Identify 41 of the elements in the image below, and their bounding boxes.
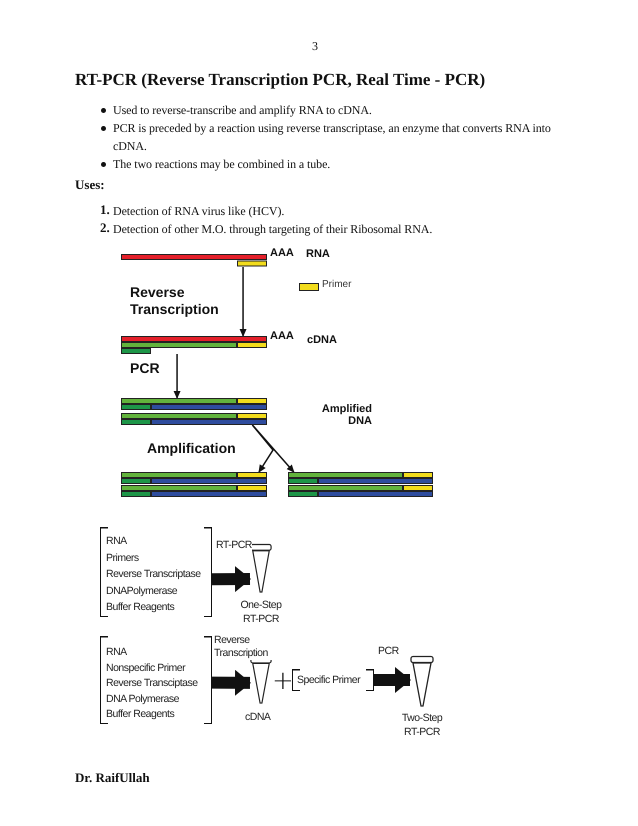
edge-label: Amplification xyxy=(147,440,236,457)
bullet-text: The two reactions may be combined in a tube. xyxy=(113,156,332,173)
list-number: 1. xyxy=(100,202,110,218)
reagent-text: Buffer Reagents xyxy=(106,708,176,720)
reagent-text: DNAPolymerase xyxy=(106,584,178,596)
plus-sign: + xyxy=(272,668,294,694)
list-text: Detection of RNA virus like (HCV). xyxy=(113,203,286,220)
edge-label: RT-PCR xyxy=(216,539,252,552)
reagent-text: Primers xyxy=(106,552,140,564)
dna-strand-drawing xyxy=(288,472,433,497)
strand-label: AAA xyxy=(270,330,294,342)
reagent-text: Buffer Reagents xyxy=(106,601,176,613)
dna-strand-drawing xyxy=(121,472,267,497)
dna-strand-drawing xyxy=(121,254,267,267)
dna-strand-drawing xyxy=(121,336,267,354)
strand-label: cDNA xyxy=(307,334,337,346)
reagent-text: Reverse Transcriptase xyxy=(106,568,202,580)
page-title: RT-PCR (Reverse Transcription PCR, Real Time - PCR) xyxy=(75,70,486,90)
list-text: Detection of other M.O. through targeting of their Ribosomal RNA. xyxy=(113,221,434,238)
strand-label: AAA xyxy=(270,247,294,259)
bullet-text: PCR is preceded by a reaction using reverse transcriptase, an enzyme that converts RNA into cDNA. xyxy=(113,120,552,155)
reagent-text: Specific Primer xyxy=(297,674,362,686)
reagent-text: Nonspecific Primer xyxy=(106,662,186,674)
tube-caption: Two-Step RT-PCR xyxy=(401,711,443,739)
tube-caption: cDNA xyxy=(245,710,270,724)
reagent-text: Reverse Transciptase xyxy=(106,677,199,689)
tube-caption: One-Step RT-PCR xyxy=(240,598,282,626)
bullet-text: Used to reverse-transcribe and amplify RNA to cDNA. xyxy=(113,102,373,119)
section-heading: Uses: xyxy=(75,177,105,193)
page-number: 3 xyxy=(312,38,318,55)
author-name: Dr. RaifUllah xyxy=(75,770,150,786)
dna-strand-drawing xyxy=(121,398,267,425)
reagent-text: DNA Polymerase xyxy=(106,692,180,704)
tube-icon xyxy=(410,655,434,707)
reagent-text: RNA xyxy=(106,646,128,658)
strand-label: RNA xyxy=(306,248,330,260)
list-number: 2. xyxy=(100,220,110,236)
reagent-text: RNA xyxy=(106,535,128,547)
tube-icon xyxy=(250,543,272,593)
legend-text: Primer xyxy=(322,279,352,290)
strand-label: Amplified DNA xyxy=(320,403,372,427)
